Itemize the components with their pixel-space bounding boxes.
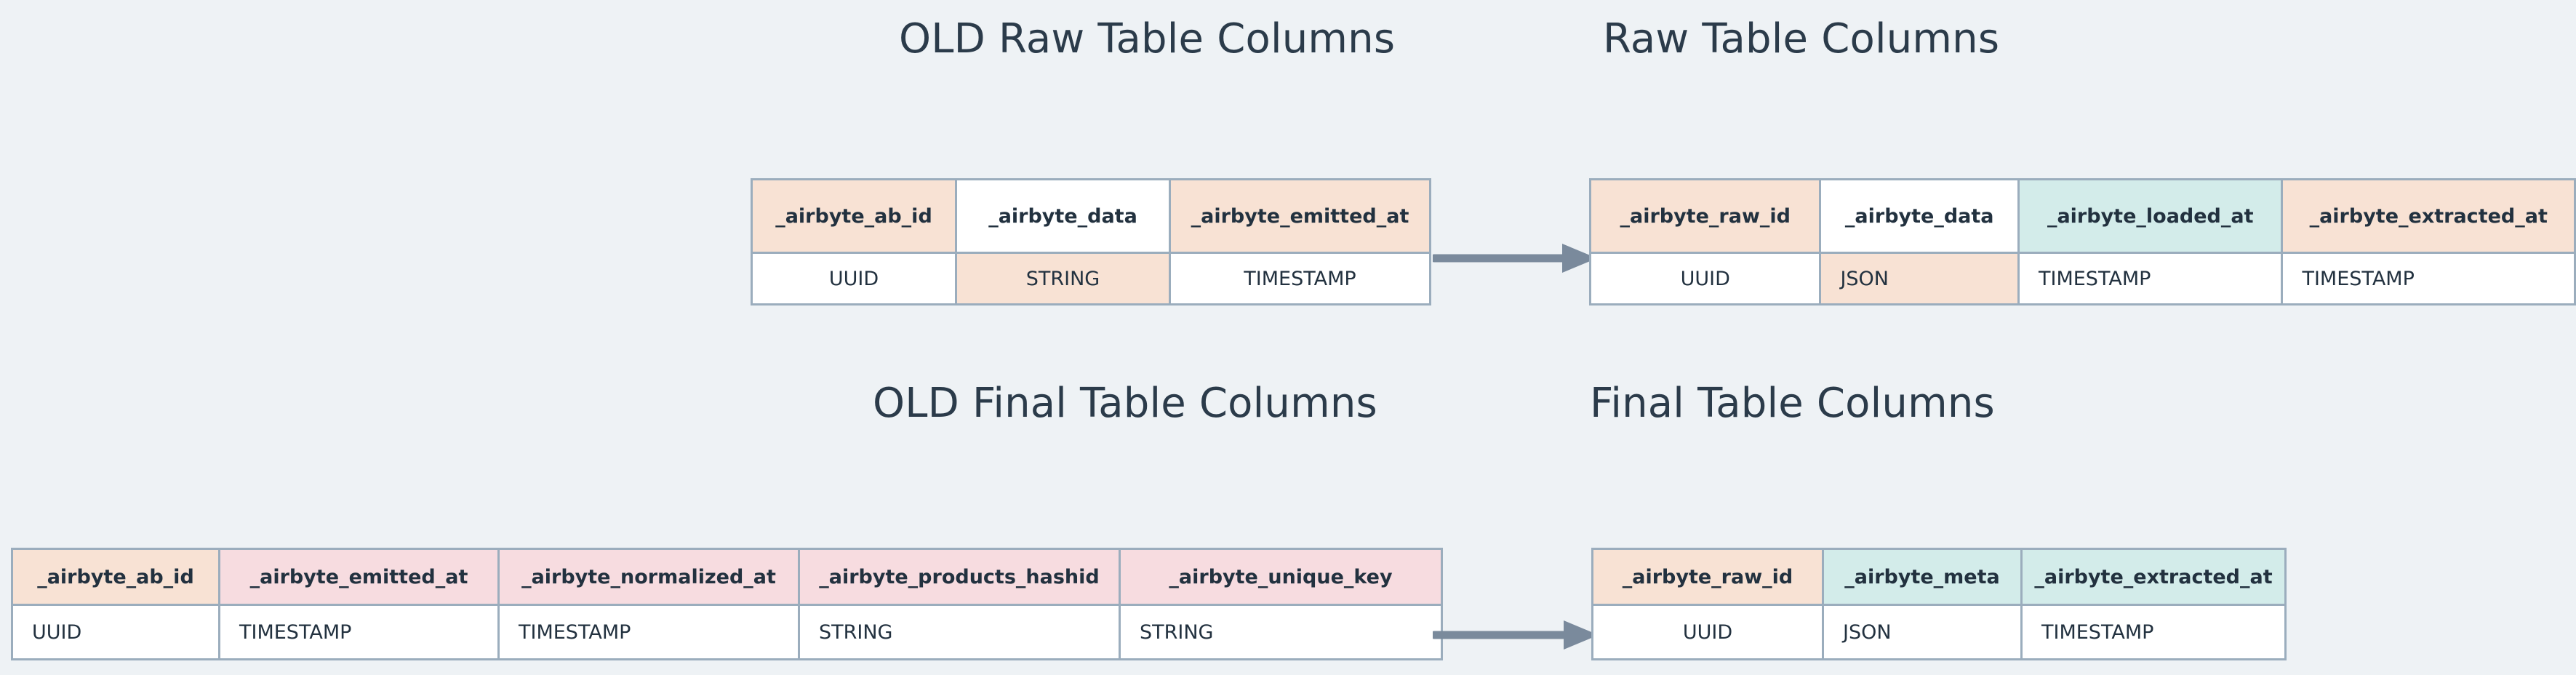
column-header: _airbyte_emitted_at: [218, 548, 500, 606]
arrow-right-icon-raw: [1433, 244, 1597, 273]
type-cell: STRING: [955, 252, 1171, 305]
type-cell: UUID: [11, 604, 220, 660]
type-cell: TIMESTAMP: [218, 604, 500, 660]
type-cell: UUID: [751, 252, 957, 305]
column-header: _airbyte_ab_id: [751, 178, 957, 254]
type-cell: STRING: [798, 604, 1121, 660]
type-cell: TIMESTAMP: [2017, 252, 2284, 305]
column-header: _airbyte_extracted_at: [2020, 548, 2287, 606]
table-row: UUID JSON TIMESTAMP: [1591, 604, 2287, 660]
table-header-row: _airbyte_raw_id _airbyte_meta _airbyte_e…: [1591, 548, 2287, 606]
old-raw-table: _airbyte_ab_id _airbyte_data _airbyte_em…: [751, 178, 1431, 305]
title-new-raw-table: Raw Table Columns: [1603, 15, 2000, 63]
type-cell: JSON: [1819, 252, 2020, 305]
column-header: _airbyte_normalized_at: [497, 548, 800, 606]
column-header: _airbyte_ab_id: [11, 548, 220, 606]
type-cell: TIMESTAMP: [497, 604, 800, 660]
column-header: _airbyte_loaded_at: [2017, 178, 2284, 254]
type-cell: TIMESTAMP: [1169, 252, 1431, 305]
column-header: _airbyte_meta: [1822, 548, 2023, 606]
table-header-row: _airbyte_ab_id _airbyte_data _airbyte_em…: [751, 178, 1431, 254]
column-header: _airbyte_raw_id: [1591, 548, 1824, 606]
arrow-right-icon-final: [1433, 620, 1599, 650]
new-raw-table: _airbyte_raw_id _airbyte_data _airbyte_l…: [1588, 178, 2576, 305]
column-header: _airbyte_data: [955, 178, 1171, 254]
title-old-final-table: OLD Final Table Columns: [873, 380, 1377, 427]
type-cell: UUID: [1591, 604, 1824, 660]
title-new-final-table: Final Table Columns: [1590, 380, 1995, 427]
table-header-row: _airbyte_raw_id _airbyte_data _airbyte_l…: [1588, 178, 2576, 254]
type-cell: STRING: [1119, 604, 1443, 660]
type-cell: UUID: [1588, 252, 1822, 305]
type-cell: JSON: [1822, 604, 2023, 660]
new-final-table: _airbyte_raw_id _airbyte_meta _airbyte_e…: [1591, 548, 2287, 660]
column-header: _airbyte_extracted_at: [2281, 178, 2576, 254]
column-header: _airbyte_products_hashid: [798, 548, 1121, 606]
old-final-table: _airbyte_ab_id _airbyte_emitted_at _airb…: [11, 548, 1443, 660]
column-header: _airbyte_data: [1819, 178, 2020, 254]
column-header: _airbyte_raw_id: [1588, 178, 1822, 254]
table-row: UUID STRING TIMESTAMP: [751, 252, 1431, 305]
type-cell: TIMESTAMP: [2020, 604, 2287, 660]
table-row: UUID TIMESTAMP TIMESTAMP STRING STRING: [11, 604, 1443, 660]
type-cell: TIMESTAMP: [2281, 252, 2576, 305]
column-header: _airbyte_emitted_at: [1169, 178, 1431, 254]
table-row: UUID JSON TIMESTAMP TIMESTAMP: [1588, 252, 2576, 305]
column-header: _airbyte_unique_key: [1119, 548, 1443, 606]
table-header-row: _airbyte_ab_id _airbyte_emitted_at _airb…: [11, 548, 1443, 606]
title-old-raw-table: OLD Raw Table Columns: [899, 15, 1396, 63]
